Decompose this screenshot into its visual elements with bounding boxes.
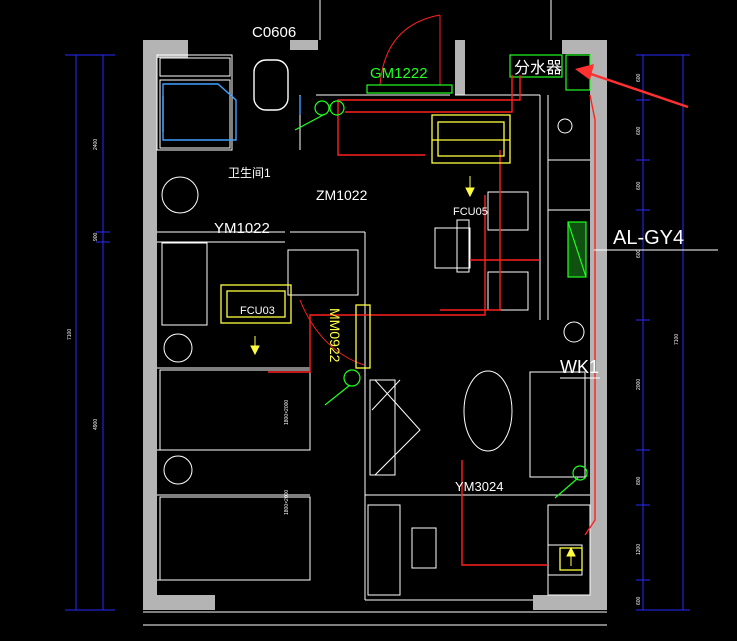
pointer-arrow bbox=[575, 64, 689, 109]
manifold-label: 分水器 bbox=[514, 59, 562, 77]
dimension-texts: 2400 900 4900 7100 600 600 600 600 2000 … bbox=[67, 73, 680, 605]
fcu-units bbox=[220, 114, 583, 571]
dim-left-2: 900 bbox=[93, 232, 99, 241]
door-label-ym: YM1022 bbox=[214, 220, 270, 237]
dimension-lines bbox=[65, 54, 690, 611]
airflow-arrows bbox=[250, 176, 576, 566]
dim-right-5: 2000 bbox=[636, 379, 642, 390]
walls bbox=[143, 40, 607, 610]
dim-right-4: 600 bbox=[636, 249, 642, 258]
dim-left-3: 4900 bbox=[93, 419, 99, 430]
door-label-zm: ZM1022 bbox=[316, 187, 368, 203]
dim-right-7: 800 bbox=[636, 476, 642, 485]
balcony-door-label: YM3024 bbox=[455, 479, 503, 494]
bed-label-lower: 1800×2000 bbox=[284, 490, 290, 515]
dim-left-4: 7100 bbox=[67, 329, 73, 340]
dim-left-1: 2400 bbox=[93, 139, 99, 150]
dim-right-6: 7100 bbox=[674, 334, 680, 345]
dim-right-2: 600 bbox=[636, 126, 642, 135]
bed-label-upper: 1800×2000 bbox=[284, 400, 290, 425]
dim-right-3: 600 bbox=[636, 181, 642, 190]
dim-right-1: 600 bbox=[636, 73, 642, 82]
dim-right-9: 600 bbox=[636, 596, 642, 605]
valves bbox=[294, 100, 588, 499]
door-label-mm: MM0922 bbox=[327, 308, 343, 363]
window-label: C0606 bbox=[252, 24, 296, 41]
pipes bbox=[268, 75, 596, 566]
door-swing-white bbox=[319, 0, 552, 476]
bath-fixtures bbox=[162, 59, 301, 141]
window-frames bbox=[366, 54, 591, 278]
fcu-label-left: FCU03 bbox=[240, 305, 275, 317]
bathroom-label: 卫生间1 bbox=[228, 166, 271, 180]
cabinet-label: AL-GY4 bbox=[613, 227, 684, 249]
dim-right-8: 1200 bbox=[636, 544, 642, 555]
labels: C0606 GM1222 分水器 卫生间1 ZM1022 YM1022 FCU0… bbox=[214, 24, 684, 515]
fcu-label-right: FCU05 bbox=[453, 206, 488, 218]
wk-label: WK1 bbox=[560, 357, 599, 377]
linework bbox=[143, 54, 607, 626]
leader-lines bbox=[560, 249, 718, 379]
main-door-label: GM1222 bbox=[370, 65, 428, 82]
